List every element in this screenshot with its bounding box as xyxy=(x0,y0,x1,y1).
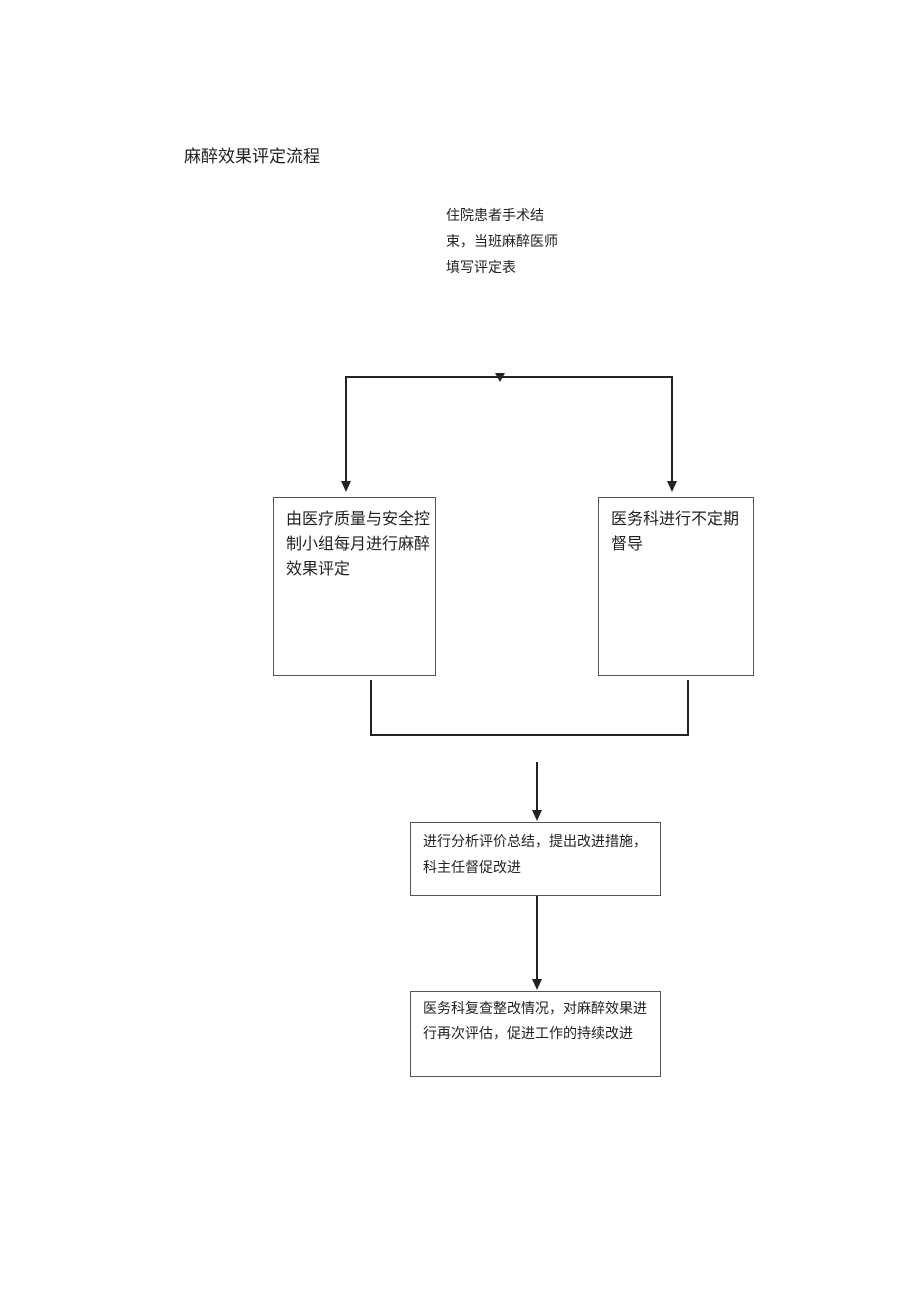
arrowhead-to-supervise xyxy=(667,481,677,492)
arrowhead-to-analysis xyxy=(532,810,542,821)
arrowhead-to-review xyxy=(532,979,542,990)
split-connector xyxy=(345,376,673,488)
medical-affairs-box: 医务科进行不定期督导 xyxy=(598,497,754,676)
analysis-box: 进行分析评价总结，提出改进措施，科主任督促改进 xyxy=(410,822,661,896)
review-box: 医务科复查整改情况，对麻醉效果进行再次评估，促进工作的持续改进 xyxy=(410,991,661,1077)
arrowhead-to-quality xyxy=(341,481,351,492)
quality-group-box: 由医疗质量与安全控制小组每月进行麻醉效果评定 xyxy=(273,497,436,676)
start-node-text: 住院患者手术结束，当班麻醉医师填写评定表 xyxy=(446,208,558,276)
quality-group-label: 由医疗质量与安全控制小组每月进行麻醉效果评定 xyxy=(286,509,431,578)
page-title: 麻醉效果评定流程 xyxy=(184,147,320,167)
medical-affairs-label: 医务科进行不定期督导 xyxy=(611,509,740,553)
review-label: 医务科复查整改情况，对麻醉效果进行再次评估，促进工作的持续改进 xyxy=(423,1001,647,1042)
arrowhead-split-marker xyxy=(495,373,505,382)
analysis-label: 进行分析评价总结，提出改进措施，科主任督促改进 xyxy=(423,834,647,876)
merge-connector xyxy=(370,680,689,736)
